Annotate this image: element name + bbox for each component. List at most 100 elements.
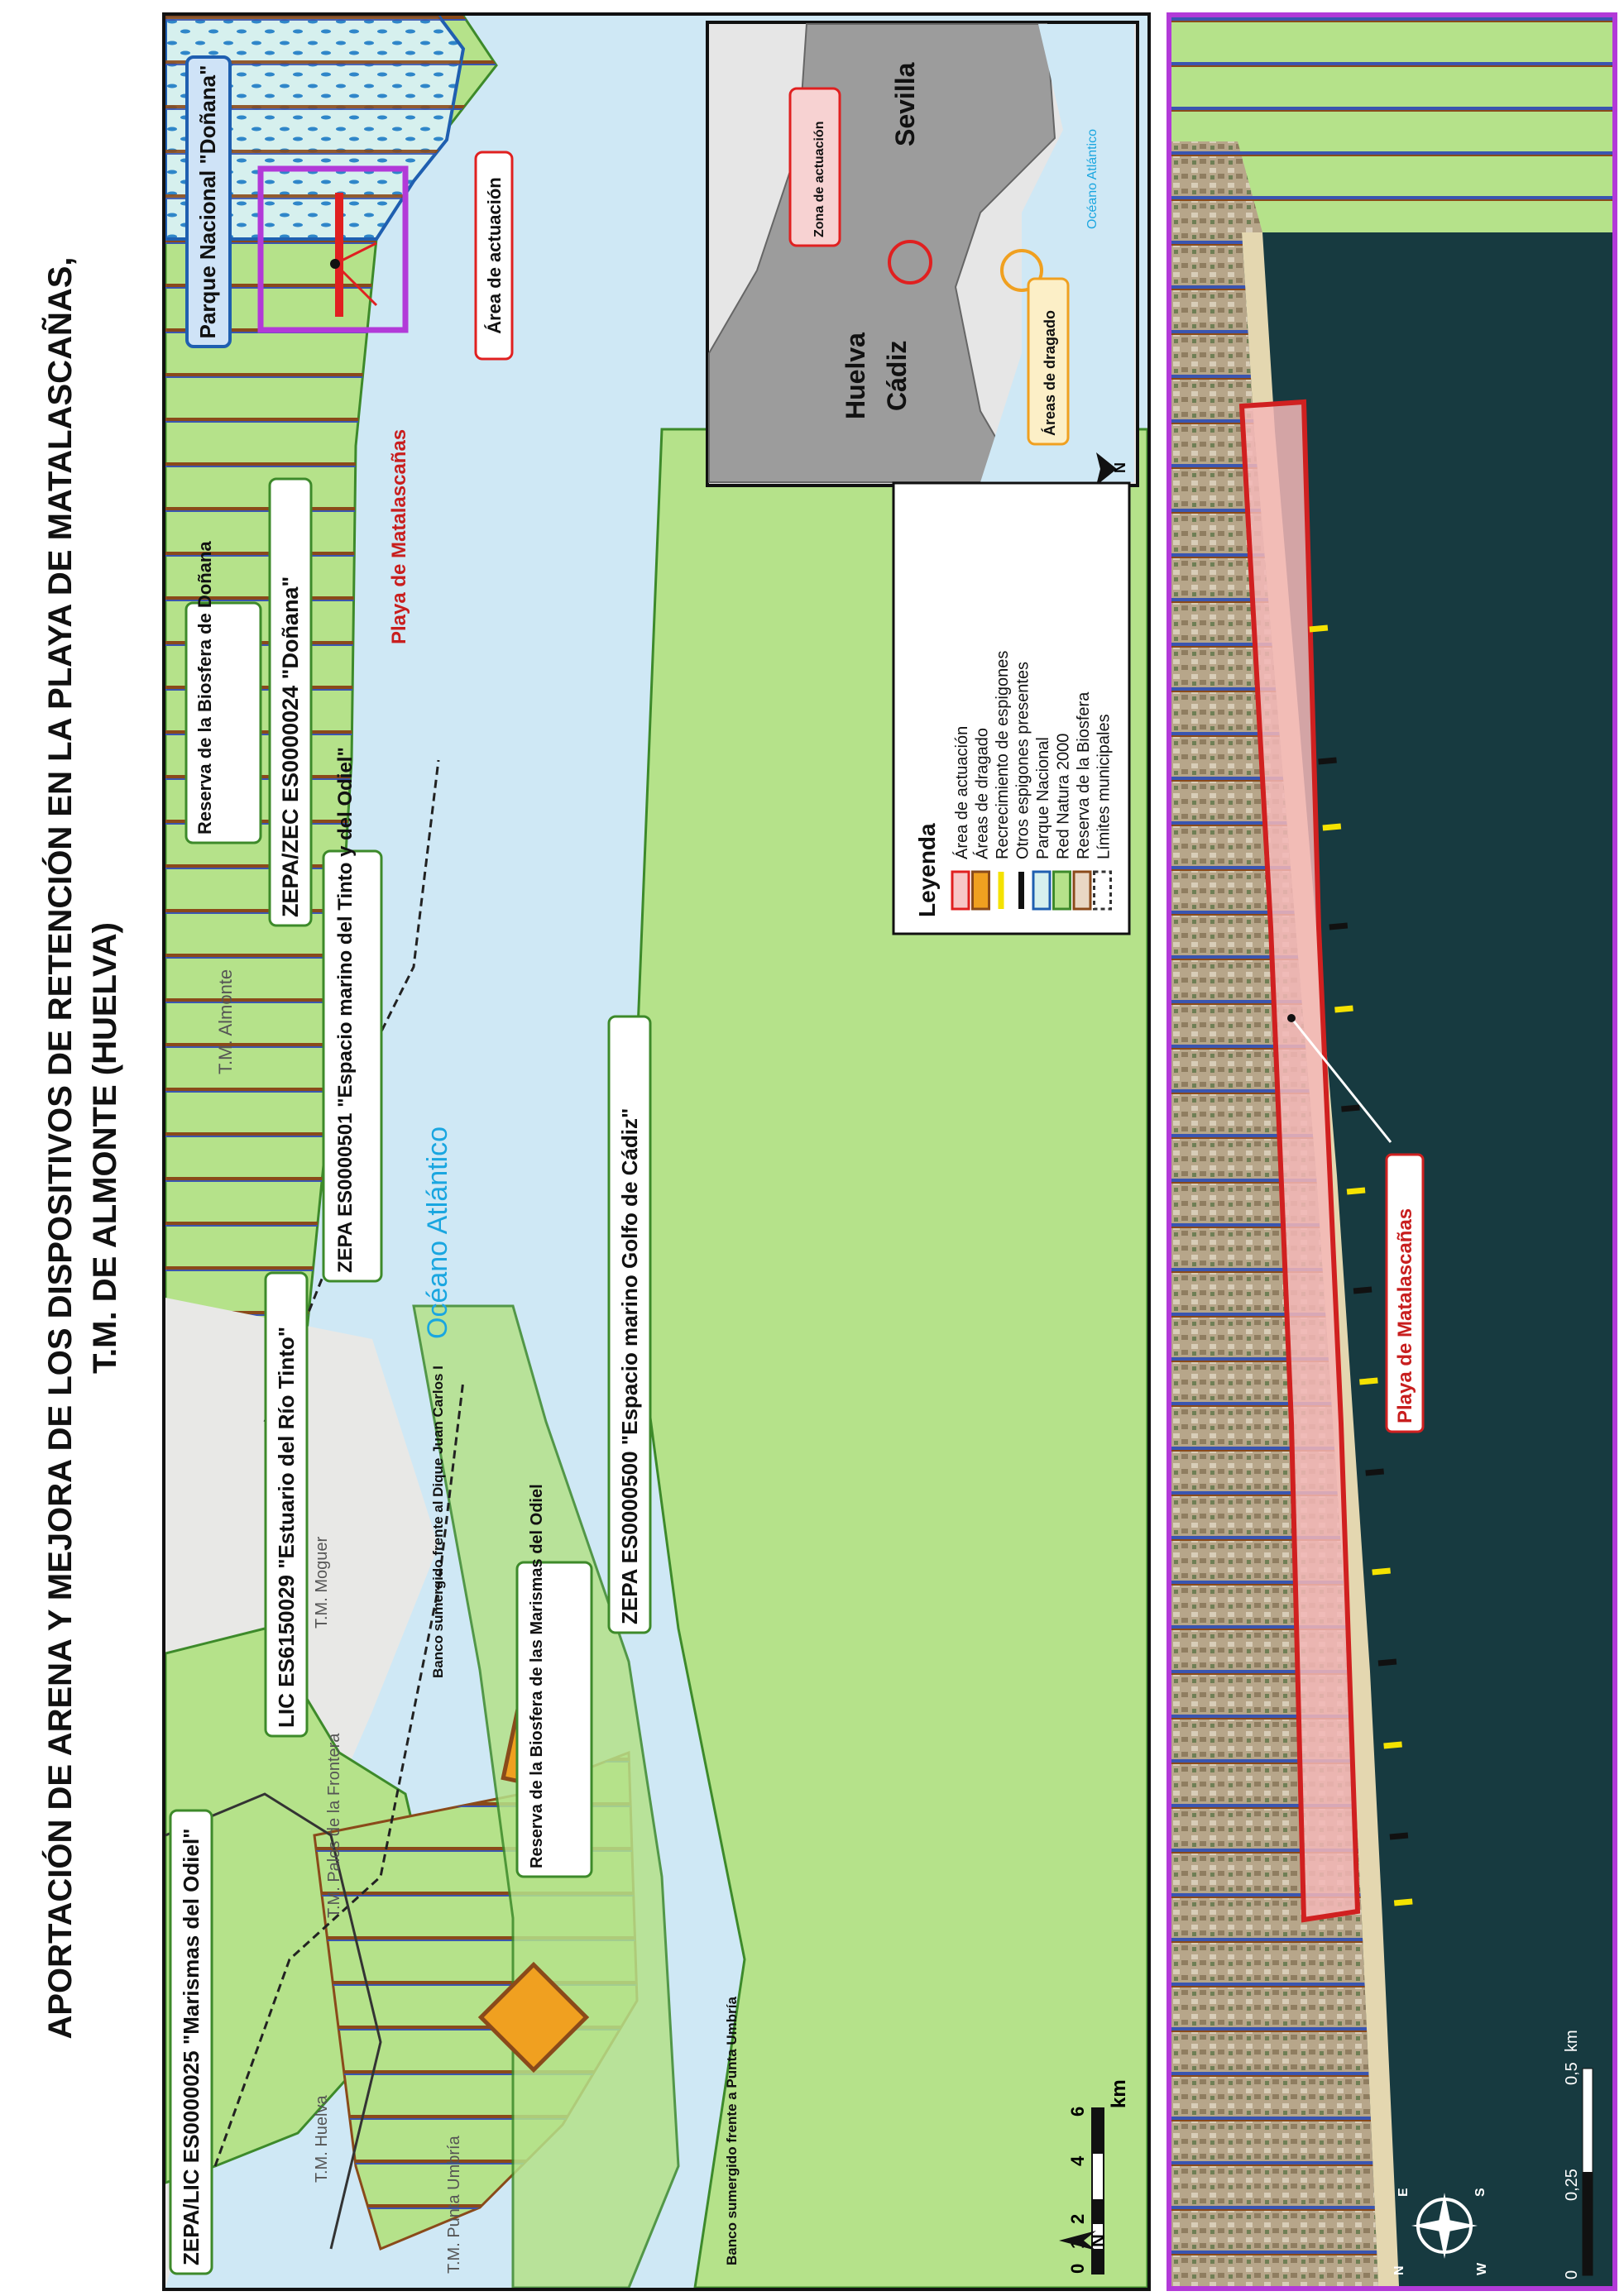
inset-sea [980, 24, 1134, 482]
label-banco-punta-umbria: Banco sumergido frente a Punta Umbría [724, 1997, 740, 2265]
svg-text:0,25: 0,25 [1563, 2169, 1581, 2201]
svg-text:N: N [1392, 2265, 1406, 2275]
detail-map[interactable]: Playa de Matalascañas N E S W 0 0,25 0,5… [1171, 17, 1612, 2286]
title-line-1: APORTACIÓN DE ARENA Y MEJORA DE LOS DISP… [42, 256, 79, 2040]
inset-label-zona: Zona de actuación [812, 122, 826, 237]
dredging-area-punta-umbria[interactable] [477, 1961, 590, 2074]
inset-north-arrow-icon [1096, 452, 1117, 486]
inset-label-oceano: Océano Atlántico [1085, 129, 1099, 229]
legend-symbol [951, 870, 970, 911]
legend-item: Área de actuación [951, 726, 971, 911]
svg-text:0: 0 [1067, 2264, 1088, 2274]
svg-text:N: N [1088, 2234, 1109, 2247]
legend-label: Áreas de dragado [973, 728, 992, 859]
legend-label: Área de actuación [952, 726, 971, 859]
groin-raise [1322, 823, 1342, 831]
legend-item: Límites municipales [1093, 714, 1114, 911]
svg-text:S: S [1473, 2188, 1487, 2197]
label-tm-punta-umbria: T.M. Punta Umbría [445, 2135, 463, 2274]
label-zepa-tinto-odiel: ZEPA ES0000501 "Espacio marino del Tinto… [334, 747, 357, 1273]
legend-item: Parque Nacional [1032, 737, 1052, 911]
north-arrow-icon: N [1059, 2231, 1109, 2251]
inset-label-cadiz: Cádiz [882, 341, 912, 411]
legend-symbol [971, 870, 990, 911]
label-zepa-odiel: ZEPA/LIC ES0000025 "Marismas del Odiel" [179, 1828, 204, 2265]
legend-symbol [1072, 870, 1092, 911]
legend-label: Otros espigones presentes [1014, 662, 1032, 859]
inset-label-areas-dragado: Áreas de dragado [1041, 310, 1058, 436]
svg-text:N: N [1112, 462, 1128, 473]
groin-existing [1389, 1832, 1409, 1840]
title-line-2: T.M. DE ALMONTE (HUELVA) [87, 922, 123, 1374]
legend-item: Áreas de dragado [971, 728, 992, 911]
groins [1309, 624, 1413, 1906]
label-parque-nacional: Parque Nacional "Doñana" [195, 65, 220, 339]
legend-label: Reserva de la Biosfera [1075, 691, 1093, 859]
svg-text:6: 6 [1067, 2107, 1088, 2117]
compass-icon: N E S W [1392, 2188, 1489, 2275]
scale-bar: 0 1 2 4 6 km [1067, 2079, 1130, 2274]
legend-item: Otros espigones presentes [1014, 662, 1032, 909]
detail-extent-frame [257, 165, 409, 333]
legend-item: Red Natura 2000 [1052, 734, 1073, 911]
svg-text:0: 0 [1563, 2270, 1581, 2279]
svg-text:E: E [1396, 2188, 1411, 2197]
label-banco-juan-carlos: Banco sumergido frente al Dique Juan Car… [430, 1366, 446, 1678]
label-reserva-odiel: Reserva de la Biosfera de las Marismas d… [528, 1484, 546, 1868]
groin-existing [1341, 1104, 1360, 1112]
label-tm-almonte: T.M. Almonte [215, 969, 236, 1074]
legend-symbol [1052, 870, 1071, 911]
main-map[interactable]: Parque Nacional "Doñana" Área de actuaci… [165, 16, 1147, 2288]
main-map-panel[interactable]: Parque Nacional "Doñana" Área de actuaci… [162, 12, 1151, 2291]
reserva-biosfera-donana [165, 16, 496, 1339]
legend-item: Reserva de la Biosfera [1072, 691, 1093, 911]
label-tm-huelva: T.M. Huelva [313, 2095, 331, 2183]
groin-raise [1346, 1187, 1366, 1195]
groin-raise [1372, 1567, 1391, 1576]
label-playa-matalascanas: Playa de Matalascañas [388, 429, 410, 644]
groin-raise [1383, 1741, 1402, 1749]
legend-symbol [1032, 870, 1052, 911]
legend-item: Recrecimiento de espigones [994, 651, 1012, 909]
groin-existing [1377, 1658, 1397, 1667]
svg-text:4: 4 [1067, 2155, 1088, 2166]
svg-text:km: km [1563, 2030, 1581, 2052]
groin-existing [1329, 922, 1349, 930]
area-actuacion-marker[interactable] [335, 193, 343, 317]
svg-text:0,5: 0,5 [1563, 2062, 1581, 2085]
groin-raise [1393, 1898, 1413, 1906]
label-lic-rio-tinto: LIC ES6150029 "Estuario del Río Tinto" [274, 1327, 299, 1728]
inset-label-sevilla: Sevilla [890, 62, 920, 146]
legend-title: Leyenda [914, 823, 940, 917]
legend-symbol [1093, 870, 1112, 911]
legend-label: Límites municipales [1095, 714, 1114, 859]
label-area-actuacion: Área de actuación [484, 177, 505, 334]
detail-label-playa: Playa de Matalascañas [1394, 1208, 1416, 1423]
groin-existing [1318, 757, 1337, 765]
label-tm-moguer: T.M. Moguer [313, 1537, 331, 1629]
label-reserva-donana: Reserva de la Biosfera de Doñana [194, 541, 215, 835]
legend-label: Parque Nacional [1034, 737, 1052, 859]
page-title: APORTACIÓN DE ARENA Y MEJORA DE LOS DISP… [0, 0, 165, 2296]
inset-map[interactable]: Sevilla Zona de actuación Cádiz Huelva Á… [706, 21, 1139, 487]
svg-text:W: W [1475, 2262, 1489, 2275]
legend-label: Recrecimiento de espigones [994, 651, 1012, 859]
label-zepa-golfo-cadiz: ZEPA ES0000500 "Espacio marino Golfo de … [617, 1108, 642, 1624]
reserva-biosfera-hatch [1171, 17, 1612, 2286]
svg-text:2: 2 [1067, 2214, 1088, 2224]
groin-existing [1365, 1468, 1384, 1476]
groin-raise [1309, 624, 1329, 633]
detail-map-panel[interactable]: Playa de Matalascañas N E S W 0 0,25 0,5… [1167, 12, 1617, 2291]
groin-raise [1359, 1377, 1378, 1385]
inset-label-huelva: Huelva [841, 332, 870, 419]
legend-label: Red Natura 2000 [1055, 734, 1073, 859]
label-zepa-donana: ZEPA/ZEC ES0000024 "Doñana" [278, 576, 303, 917]
svg-text:km: km [1108, 2079, 1130, 2108]
detail-scale-bar: 0 0,25 0,5 km [1563, 2030, 1593, 2279]
area-actuacion-polygon[interactable] [1238, 399, 1361, 1923]
groin-raise [1334, 1005, 1353, 1013]
label-tm-palos: T.M. Palos de la Frontera [325, 1733, 343, 1918]
label-oceano-atlantico: Océano Atlántico [422, 1126, 453, 1339]
groin-existing [1353, 1286, 1372, 1294]
